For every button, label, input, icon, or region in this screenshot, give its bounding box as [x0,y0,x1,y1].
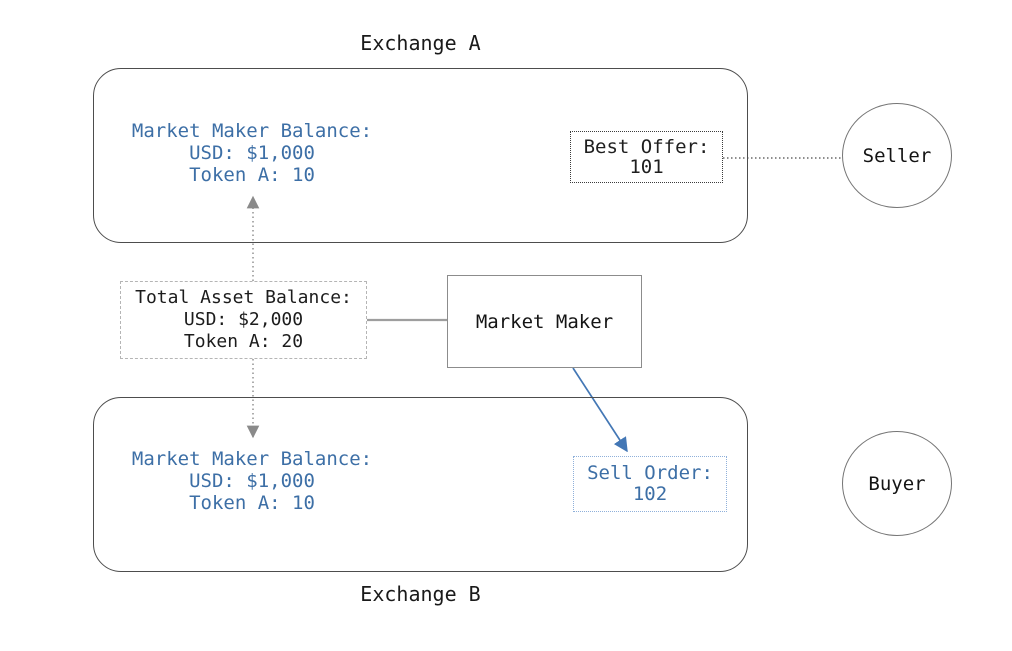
total-asset-usd: USD: $2,000 [183,309,304,330]
sell-order-value: 102 [632,483,668,505]
balance-a-token: Token A: 10 [189,164,315,186]
balance-a-usd: USD: $1,000 [189,142,315,164]
market-maker-node: Market Maker [447,275,642,368]
total-asset-title: Total Asset Balance: [135,287,352,308]
balance-a-title: Market Maker Balance: [131,120,373,142]
best-offer-box: Best Offer: 101 [570,131,723,183]
buyer-label: Buyer [868,472,926,495]
exchange-a-market-maker-balance: Market Maker Balance: USD: $1,000 Token … [102,120,402,186]
exchange-a-title: Exchange A [360,31,481,55]
seller-node: Seller [842,103,952,208]
exchange-b-market-maker-balance: Market Maker Balance: USD: $1,000 Token … [102,448,402,514]
exchange-b-container [93,397,748,572]
total-asset-token: Token A: 20 [183,331,304,352]
best-offer-label: Best Offer: [583,136,710,158]
sell-order-label: Sell Order: [587,462,713,484]
exchange-b-title: Exchange B [360,582,481,606]
balance-b-usd: USD: $1,000 [189,470,315,492]
buyer-node: Buyer [842,431,952,536]
best-offer-value: 101 [629,156,664,178]
seller-label: Seller [862,144,932,167]
balance-b-token: Token A: 10 [189,492,315,514]
balance-b-title: Market Maker Balance: [131,448,373,470]
exchange-a-container [93,68,748,243]
total-asset-balance-box: Total Asset Balance: USD: $2,000 Token A… [120,281,367,359]
market-maker-label: Market Maker [475,310,614,333]
sell-order-box: Sell Order: 102 [573,456,727,512]
